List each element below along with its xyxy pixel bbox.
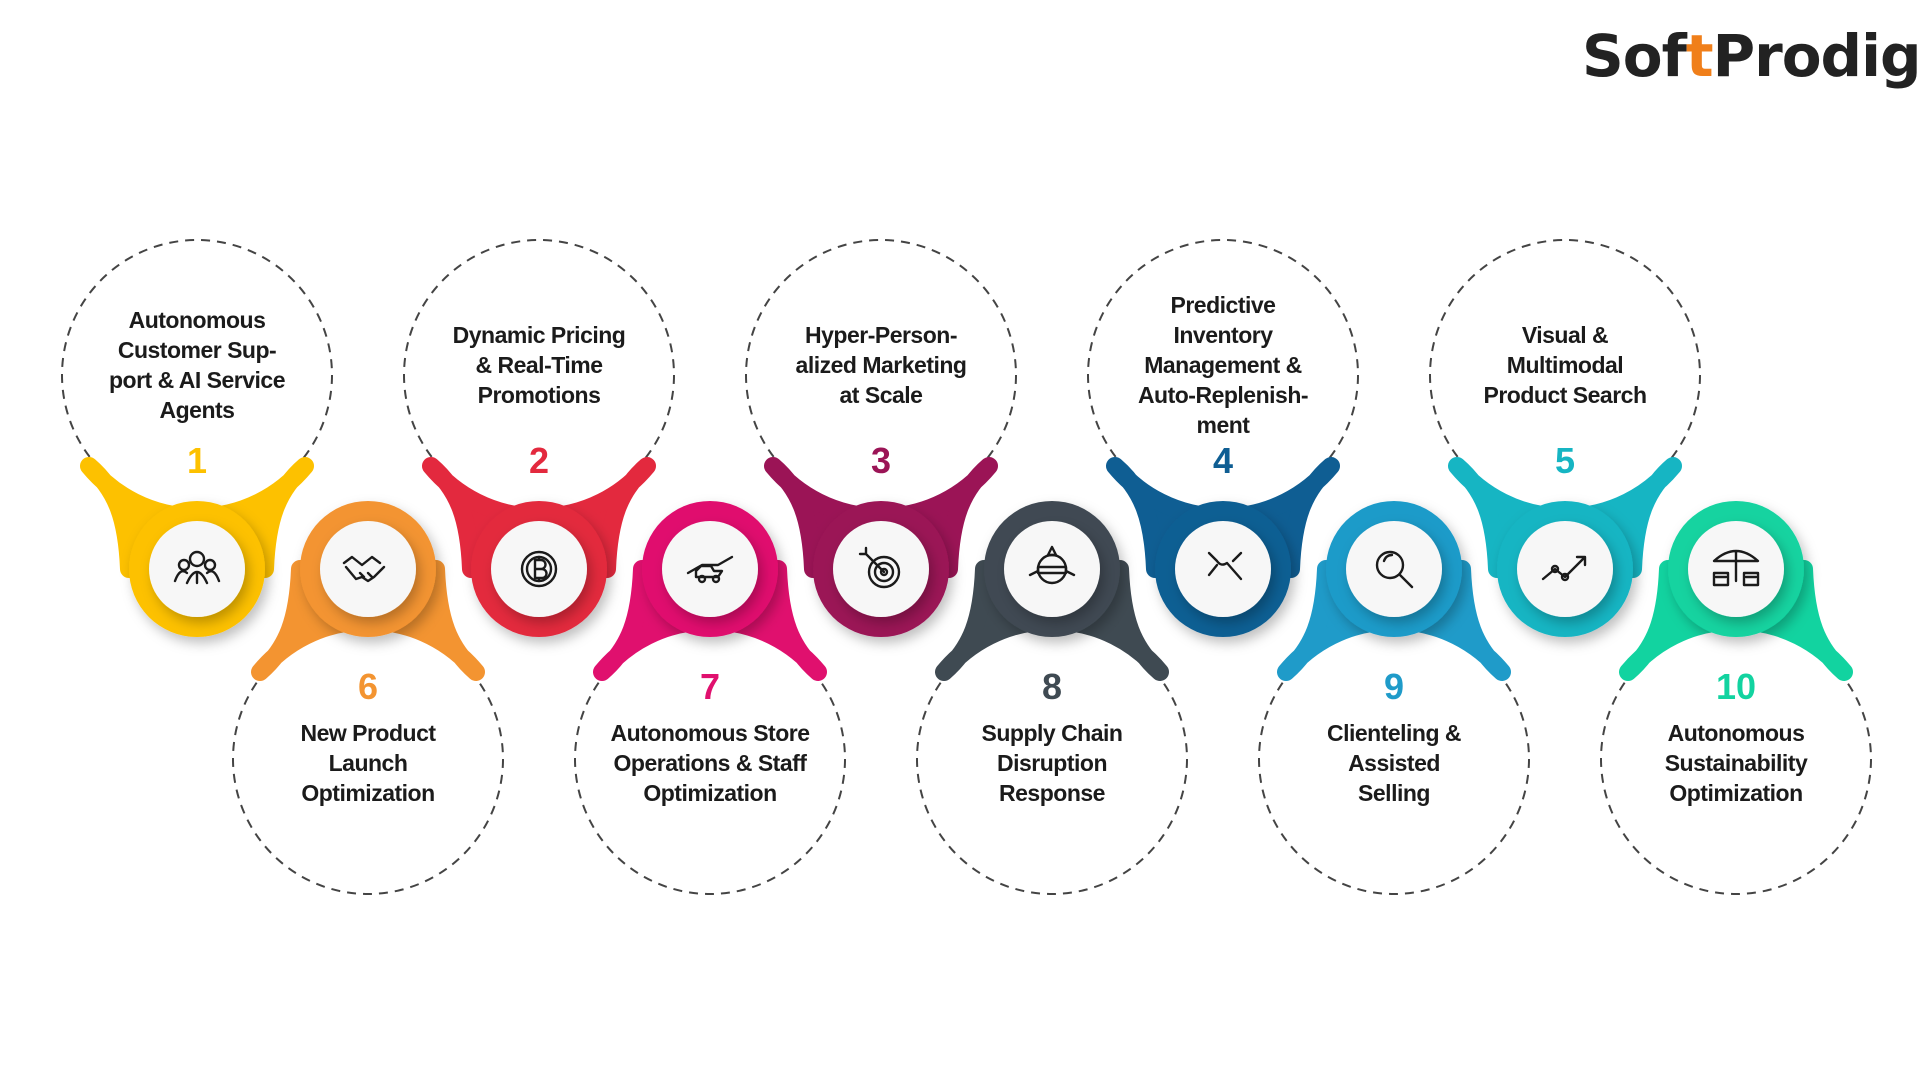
title-line: Autonomous: [1667, 720, 1805, 746]
market-stall-icon: [1712, 549, 1760, 587]
title-line: New Product: [300, 720, 436, 746]
logo-text-accent: t: [1685, 22, 1714, 90]
icon-circle: [1175, 521, 1271, 617]
search-icon: [1375, 550, 1414, 589]
title-line: Multimodal: [1506, 352, 1624, 378]
icon-circle: [1346, 521, 1442, 617]
title-line: Assisted: [1348, 750, 1440, 776]
dashed-circle: [574, 623, 846, 895]
item-number: 4: [1212, 440, 1234, 481]
title-line: Clienteling &: [1326, 720, 1462, 746]
item-5: [1429, 239, 1701, 637]
title-line: Predictive: [1170, 292, 1276, 318]
dashed-circle: [232, 623, 504, 895]
dashed-circle: [1600, 623, 1872, 895]
title-line: Autonomous: [128, 307, 266, 333]
target-icon: [858, 546, 901, 589]
softprodigy-logo: SoftProdigy: [1582, 22, 1920, 90]
title-line: Optimization: [1669, 780, 1803, 806]
dashed-circle: [916, 623, 1188, 895]
item-8: [916, 501, 1188, 895]
item-6: [232, 501, 504, 895]
title-line: Hyper-Person-: [805, 322, 957, 348]
item-9: [1258, 501, 1530, 895]
title-line: Sustainability: [1664, 750, 1808, 776]
item-number: 3: [870, 440, 892, 481]
icon-circle: [662, 521, 758, 617]
item-number: 10: [1715, 666, 1757, 707]
title-line: Response: [999, 780, 1105, 806]
plug-icon: [1207, 551, 1243, 581]
item-number: 2: [528, 440, 550, 481]
dashed-circle: [1258, 623, 1530, 895]
item-2: [403, 239, 675, 637]
title-line: alized Marketing: [795, 352, 967, 378]
item-10: [1600, 501, 1872, 895]
item-4: [1087, 239, 1359, 637]
icon-circle: [320, 521, 416, 617]
title-line: Product Search: [1483, 382, 1648, 408]
title-line: at Scale: [839, 382, 923, 408]
title-line: Launch: [328, 750, 408, 776]
title-line: Customer Sup-: [117, 337, 277, 363]
item-number: 5: [1554, 440, 1576, 481]
item-7: [574, 501, 846, 895]
icon-circle: [1517, 521, 1613, 617]
item-title: Hyper-Person-alized Marketing at Scale: [766, 320, 996, 410]
logo-text-2: Prodigy: [1712, 22, 1920, 90]
icon-circle: [149, 521, 245, 617]
coin-icon: [520, 550, 558, 588]
title-line: Inventory: [1173, 322, 1273, 348]
people-group-icon: [173, 550, 221, 585]
title-line: port & AI Service: [109, 367, 285, 393]
title-line: Promotions: [477, 382, 601, 408]
logo-text-1: Sof: [1582, 22, 1687, 90]
item-number: 6: [357, 666, 379, 707]
item-number: 1: [186, 440, 208, 481]
title-line: Agents: [159, 397, 235, 423]
title-line: ment: [1196, 412, 1250, 438]
ninja-icon: [1028, 545, 1076, 585]
title-line: & Real-Time: [475, 352, 603, 378]
handshake-icon: [342, 555, 386, 583]
item-3: [745, 239, 1017, 637]
item-number: 9: [1383, 666, 1405, 707]
item-number: 7: [699, 666, 721, 707]
title-line: Visual &: [1521, 322, 1609, 348]
title-line: Autonomous Store: [610, 720, 811, 746]
item-1: [61, 239, 333, 637]
item-number: 8: [1041, 666, 1063, 707]
title-line: Management &: [1144, 352, 1302, 378]
trend-line-icon: [1541, 555, 1587, 582]
icon-circle: [1004, 521, 1100, 617]
title-line: Supply Chain: [981, 720, 1123, 746]
title-line: Dynamic Pricing: [452, 322, 626, 348]
title-line: Selling: [1358, 780, 1430, 806]
title-line: Auto-Replenish-: [1137, 382, 1309, 408]
hand-car-icon: [686, 555, 734, 584]
title-line: Optimization: [643, 780, 777, 806]
title-line: Optimization: [301, 780, 435, 806]
title-line: Disruption: [997, 750, 1108, 776]
title-line: Operations & Staff: [613, 750, 807, 776]
